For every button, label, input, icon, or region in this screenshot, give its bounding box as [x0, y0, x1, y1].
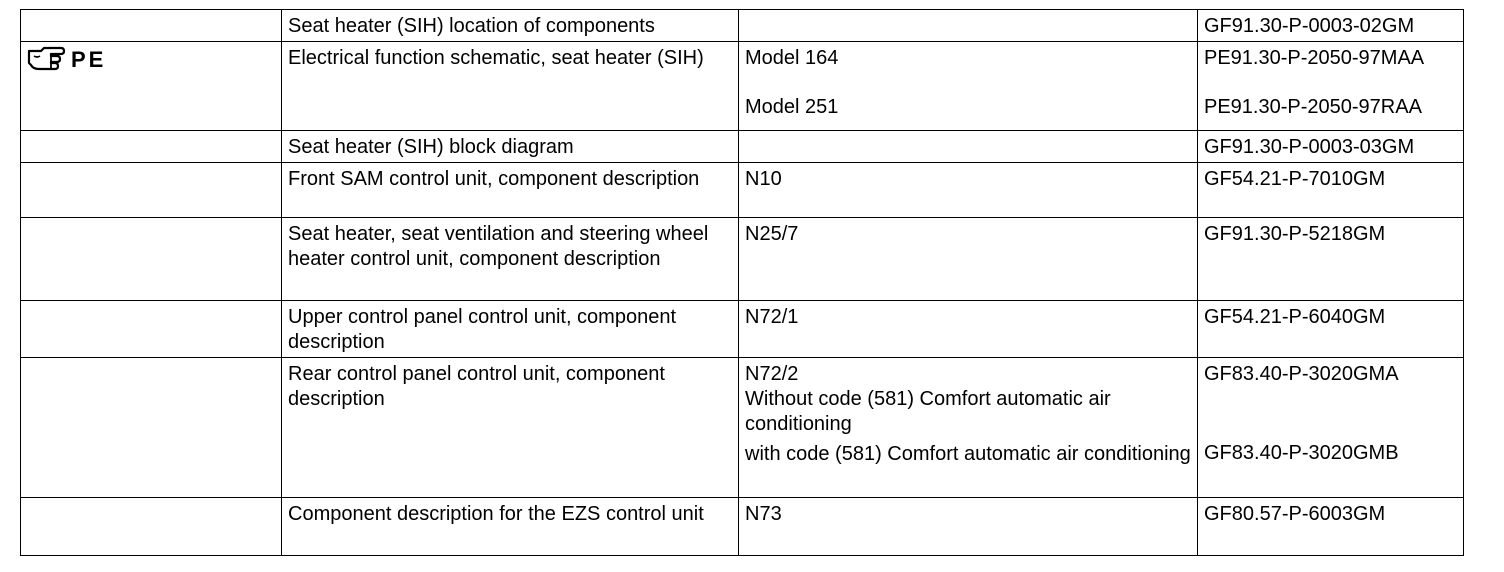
detail-cell: [738, 130, 1198, 163]
tag-cell: [20, 130, 282, 163]
table-row: Seat heater, seat ventilation and steeri…: [20, 217, 1464, 301]
table-row: Seat heater (SIH) location of components…: [20, 9, 1464, 42]
pe-label: PE: [71, 46, 107, 72]
detail-line: Model 251: [745, 96, 839, 118]
title-cell: Seat heater (SIH) block diagram: [281, 130, 739, 163]
row-title: Upper control panel control unit, compon…: [288, 306, 677, 353]
pointing-hand-icon: [27, 46, 67, 72]
title-cell: Component description for the EZS contro…: [281, 497, 739, 556]
detail-line: Without code (581) Comfort automatic air…: [745, 388, 1111, 435]
ref-cell: GF54.21-P-7010GM: [1197, 162, 1464, 218]
title-cell: Seat heater (SIH) location of components: [281, 9, 739, 42]
detail-line: N72/1: [745, 306, 799, 328]
detail-line: N72/2: [745, 363, 799, 385]
detail-cell: N72/1: [738, 300, 1198, 358]
row-title: Component description for the EZS contro…: [288, 503, 704, 525]
ref-cell: GF80.57-P-6003GM: [1197, 497, 1464, 556]
tag-cell: [20, 162, 282, 218]
tag-cell: [20, 497, 282, 556]
detail-line: N25/7: [745, 223, 799, 245]
title-cell: Seat heater, seat ventilation and steeri…: [281, 217, 739, 301]
table-row: Rear control panel control unit, compone…: [20, 357, 1464, 498]
pe-marker: PE: [27, 46, 275, 72]
title-cell: Electrical function schematic, seat heat…: [281, 41, 739, 131]
doc-reference[interactable]: GF54.21-P-6040GM: [1204, 306, 1386, 328]
tag-cell: [20, 300, 282, 358]
detail-line: N73: [745, 503, 782, 525]
tag-cell: [20, 357, 282, 498]
doc-reference[interactable]: GF91.30-P-0003-02GM: [1204, 15, 1415, 37]
row-title: Seat heater (SIH) block diagram: [288, 136, 574, 158]
reference-table: Seat heater (SIH) location of components…: [20, 9, 1464, 556]
doc-reference[interactable]: GF83.40-P-3020GMB: [1204, 442, 1399, 464]
ref-cell: GF83.40-P-3020GMA GF83.40-P-3020GMB: [1197, 357, 1464, 498]
detail-cell: N73: [738, 497, 1198, 556]
ref-cell: GF91.30-P-5218GM: [1197, 217, 1464, 301]
doc-reference[interactable]: PE91.30-P-2050-97RAA: [1204, 96, 1422, 118]
table-row: Component description for the EZS contro…: [20, 497, 1464, 556]
doc-reference[interactable]: GF54.21-P-7010GM: [1204, 168, 1386, 190]
row-title: Front SAM control unit, component descri…: [288, 168, 700, 190]
table-row: Front SAM control unit, component descri…: [20, 162, 1464, 218]
table-row: Seat heater (SIH) block diagram GF91.30-…: [20, 130, 1464, 163]
doc-reference[interactable]: PE91.30-P-2050-97MAA: [1204, 47, 1425, 69]
title-cell: Front SAM control unit, component descri…: [281, 162, 739, 218]
ref-cell: GF54.21-P-6040GM: [1197, 300, 1464, 358]
title-cell: Rear control panel control unit, compone…: [281, 357, 739, 498]
row-title: Electrical function schematic, seat heat…: [288, 47, 704, 69]
title-cell: Upper control panel control unit, compon…: [281, 300, 739, 358]
row-title: Seat heater, seat ventilation and steeri…: [288, 223, 709, 270]
ref-cell: GF91.30-P-0003-03GM: [1197, 130, 1464, 163]
doc-reference[interactable]: GF91.30-P-5218GM: [1204, 223, 1386, 245]
row-title: Seat heater (SIH) location of components: [288, 15, 655, 37]
doc-reference[interactable]: GF80.57-P-6003GM: [1204, 503, 1386, 525]
detail-line: with code (581) Comfort automatic air co…: [745, 443, 1191, 465]
table-row: Upper control panel control unit, compon…: [20, 300, 1464, 358]
detail-cell: [738, 9, 1198, 42]
doc-reference[interactable]: GF91.30-P-0003-03GM: [1204, 136, 1415, 158]
tag-cell: [20, 217, 282, 301]
detail-cell: N10: [738, 162, 1198, 218]
detail-cell: N25/7: [738, 217, 1198, 301]
detail-line: N10: [745, 168, 782, 190]
row-title: Rear control panel control unit, compone…: [288, 363, 665, 410]
table-row: PE Electrical function schematic, seat h…: [20, 41, 1464, 131]
detail-line: Model 164: [745, 47, 839, 69]
tag-cell: PE: [20, 41, 282, 131]
detail-cell: Model 164 Model 251: [738, 41, 1198, 131]
doc-reference[interactable]: GF83.40-P-3020GMA: [1204, 363, 1399, 385]
tag-cell: [20, 9, 282, 42]
ref-cell: PE91.30-P-2050-97MAA PE91.30-P-2050-97RA…: [1197, 41, 1464, 131]
ref-cell: GF91.30-P-0003-02GM: [1197, 9, 1464, 42]
detail-cell: N72/2 Without code (581) Comfort automat…: [738, 357, 1198, 498]
